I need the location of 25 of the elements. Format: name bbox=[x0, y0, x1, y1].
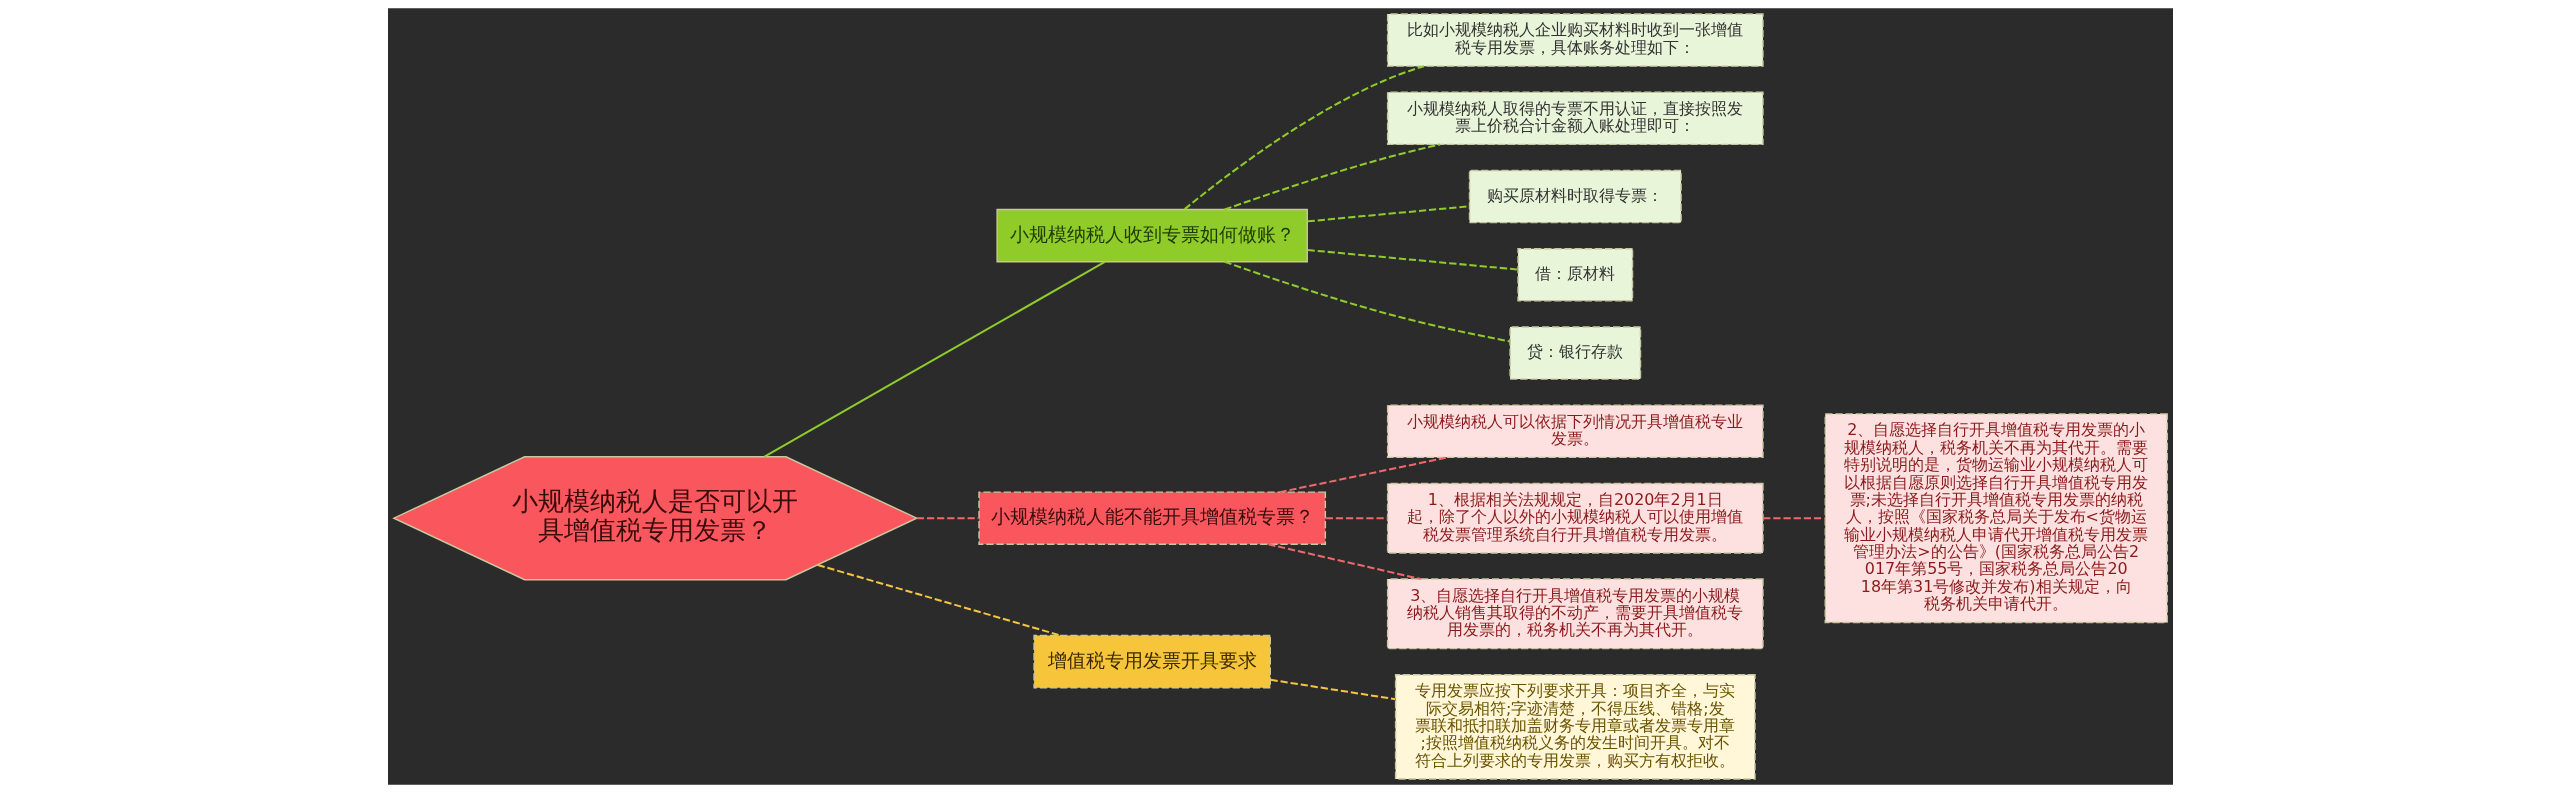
node-box: 增值税专用发票开具要求 bbox=[1032, 634, 1271, 689]
node-box: 2、自愿选择自行开具增值税专用发票的小规模纳税人，税务机关不再为其代开。需要特别说明的是，货物运输业小规模纳税人可以根据自愿原则选择自行开具增值税专用发票;未选择自行开具增值税专用发票的纳税人，按照《国家税务总局关于发布<货物运输业小规模纳税人申请代开增值税专用发票管理办法>的公告》(国家税务总局公告2017年第55号，国家税务总局公告2018年第31号修改并发布)相关规定，向税务机关申请代开。 bbox=[1824, 413, 2168, 624]
node-box: 小规模纳税人能不能开具增值税专票？ bbox=[977, 491, 1326, 546]
node-box: 3、自愿选择自行开具增值税专用发票的小规模纳税人销售其取得的不动产，需要开具增值税专用发票的，税务机关不再为其代开。 bbox=[1386, 578, 1764, 650]
connector bbox=[1325, 517, 1388, 520]
connector bbox=[1307, 205, 1469, 223]
connector bbox=[916, 517, 979, 520]
node-box: 购买原材料时取得专票： bbox=[1468, 169, 1682, 224]
node-box: 小规模纳税人可以依据下列情况开具增值税专业发票。 bbox=[1386, 404, 1764, 459]
node-box: 小规模纳税人取得的专票不用认证，直接按照发票上价税合计金额入账处理即可： bbox=[1386, 91, 1764, 146]
node-box: 小规模纳税人收到专票如何做账？ bbox=[995, 208, 1308, 263]
node-box: 贷：银行存款 bbox=[1508, 326, 1641, 380]
node-box: 比如小规模纳税人企业购买材料时收到一张增值税专用发票，具体账务处理如下： bbox=[1386, 13, 1764, 67]
node-box: 专用发票应按下列要求开具：项目齐全，与实际交易相符;字迹清楚，不得压线、错格;发票联和抵扣联加盖财务专用章或者发票专用章;按照增值税纳税义务的发生时间开具。对不符合上列要求的专用发票，购买方有权拒收。 bbox=[1394, 674, 1756, 780]
connector bbox=[1762, 517, 1825, 520]
node-box: 1、根据相关法规规定，自2020年2月1日起，除了个人以外的小规模纳税人可以使用增值税发票管理系统自行开具增值税专用发票。 bbox=[1386, 482, 1764, 554]
connector bbox=[1223, 143, 1440, 211]
node-box: 借：原材料 bbox=[1516, 247, 1633, 302]
connector bbox=[1223, 260, 1510, 343]
connector bbox=[1270, 678, 1395, 701]
connector bbox=[1267, 543, 1421, 581]
connector bbox=[763, 261, 1105, 458]
connector bbox=[817, 564, 1061, 637]
connector bbox=[1307, 249, 1518, 271]
connector bbox=[1183, 65, 1424, 210]
